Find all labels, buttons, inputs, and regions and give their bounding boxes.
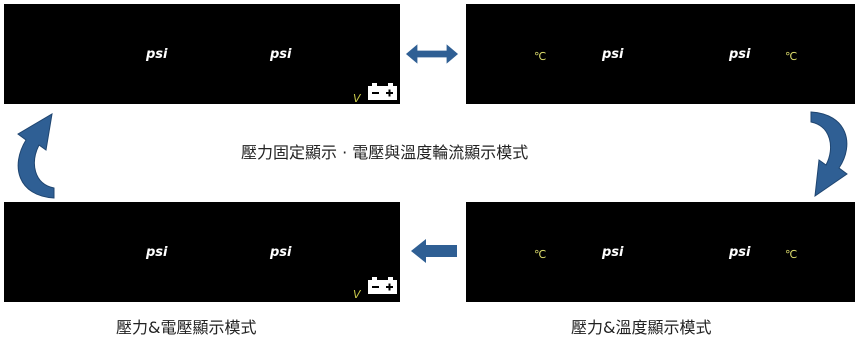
temperature-unit-left: ℃ [534, 248, 547, 261]
pressure-unit-right: psi [270, 47, 292, 62]
display-panel-pressure-voltage-top: psi psi V [4, 4, 400, 105]
pressure-unit-right: psi [270, 245, 292, 260]
voltage-unit: V [353, 92, 361, 105]
display-panel-pressure-temperature-top: ℃ psi psi ℃ [466, 4, 855, 104]
center-caption: 壓力固定顯示 · 電壓與溫度輪流顯示模式 [241, 143, 529, 162]
bottom-right-caption: 壓力&溫度顯示模式 [571, 318, 712, 337]
pressure-unit-left: psi [146, 47, 168, 62]
curved-arrow-left-icon [17, 113, 55, 199]
bottom-left-caption: 壓力&電壓顯示模式 [116, 318, 257, 337]
battery-icon [368, 83, 397, 100]
battery-icon [368, 277, 397, 294]
pressure-unit-left: psi [602, 47, 624, 62]
pressure-unit-left: psi [602, 245, 624, 260]
curved-arrow-right-icon [810, 111, 848, 198]
voltage-unit: V [353, 288, 361, 301]
temperature-unit-left: ℃ [534, 50, 547, 63]
double-arrow-horizontal-icon [404, 41, 460, 67]
temperature-unit-right: ℃ [785, 50, 798, 63]
display-panel-pressure-voltage-bottom: psi psi V [4, 202, 400, 302]
display-panel-pressure-temperature-bottom: ℃ psi psi ℃ [466, 202, 855, 302]
temperature-unit-right: ℃ [785, 248, 798, 261]
pressure-unit-right: psi [729, 245, 751, 260]
pressure-unit-right: psi [729, 47, 751, 62]
pressure-unit-left: psi [146, 245, 168, 260]
arrow-left-icon [411, 239, 457, 263]
